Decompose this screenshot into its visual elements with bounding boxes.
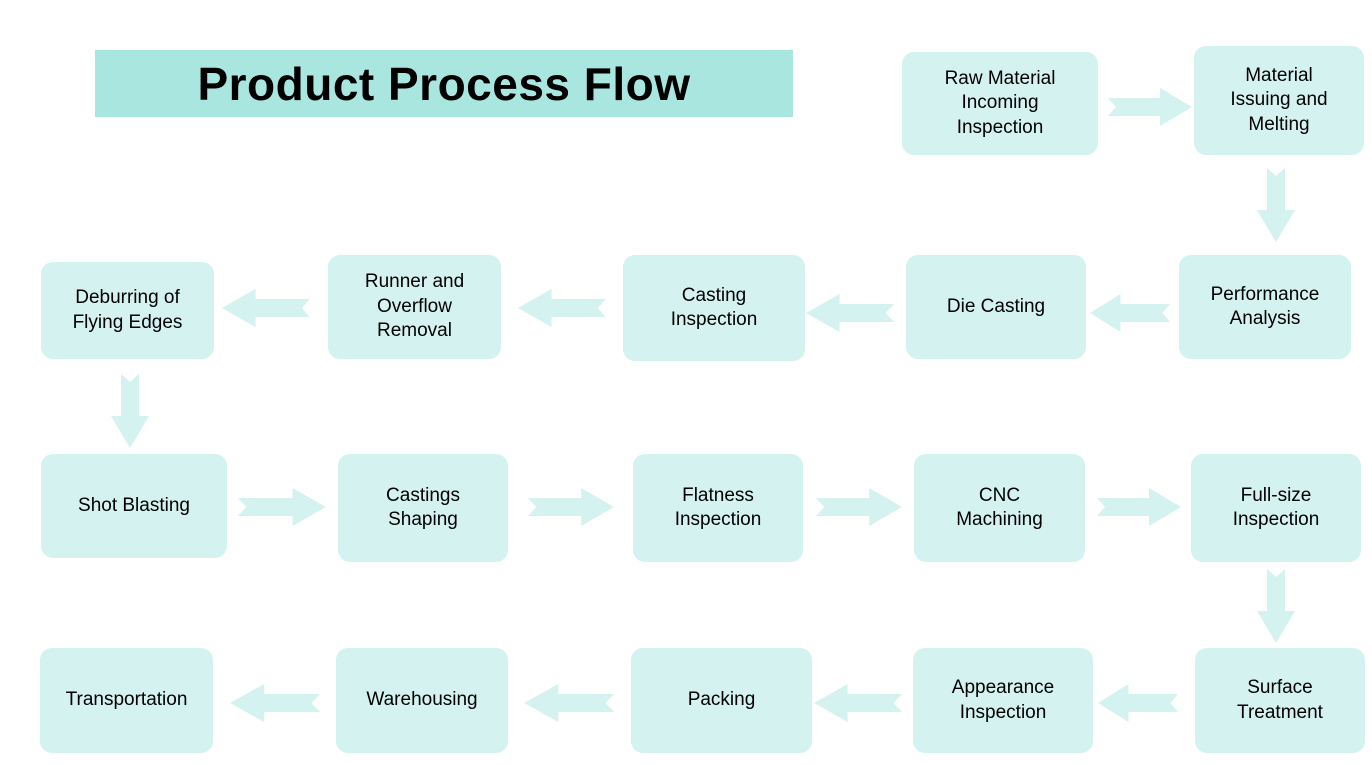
step-die-casting: Die Casting <box>906 255 1086 359</box>
step-label: Material Issuing and Melting <box>1230 64 1328 135</box>
step-label: Surface Treatment <box>1237 677 1323 723</box>
step-label: Shot Blasting <box>78 494 190 516</box>
step-label: Runner and Overflow Removal <box>364 271 465 342</box>
step-casting-inspection: Casting Inspection <box>623 255 805 361</box>
arrow-right-icon <box>238 488 326 526</box>
arrow-left-icon <box>1098 684 1178 722</box>
step-label: Warehousing <box>366 689 478 711</box>
arrow-right-icon <box>1097 488 1181 526</box>
step-label: Transportation <box>65 689 188 711</box>
step-material-issuing-and-melting: Material Issuing and Melting <box>1194 46 1364 155</box>
step-label: Deburring of Flying Edges <box>72 287 183 333</box>
step-performance-analysis: Performance Analysis <box>1179 255 1351 359</box>
step-packing: Packing <box>631 648 812 753</box>
step-surface-treatment: Surface Treatment <box>1195 648 1365 753</box>
arrow-left-icon <box>814 684 902 722</box>
title-banner: Product Process Flow <box>95 50 793 117</box>
step-cnc-machining: CNC Machining <box>914 454 1085 562</box>
arrow-left-icon <box>806 294 894 332</box>
step-transportation: Transportation <box>40 648 213 753</box>
arrow-down-icon <box>111 374 149 448</box>
step-flatness-inspection: Flatness Inspection <box>633 454 803 562</box>
arrow-left-icon <box>1090 294 1170 332</box>
arrow-left-icon <box>524 684 614 722</box>
step-label: Raw Material Incoming Inspection <box>944 67 1056 138</box>
step-label: Appearance Inspection <box>951 677 1055 723</box>
step-label: Castings Shaping <box>386 484 460 531</box>
step-label: Flatness Inspection <box>674 484 762 531</box>
arrow-down-icon <box>1257 569 1295 643</box>
step-shot-blasting: Shot Blasting <box>41 454 227 558</box>
step-deburring-of-flying-edges: Deburring of Flying Edges <box>41 262 214 359</box>
arrow-right-icon <box>1108 88 1192 126</box>
step-castings-shaping: Castings Shaping <box>338 454 508 562</box>
step-runner-and-overflow-removal: Runner and Overflow Removal <box>328 255 501 359</box>
page-title: Product Process Flow <box>197 57 691 110</box>
step-label: Performance Analysis <box>1210 283 1320 330</box>
step-label: CNC Machining <box>956 484 1043 531</box>
step-label: Full-size Inspection <box>1232 484 1320 531</box>
step-label: Casting Inspection <box>670 284 758 331</box>
arrow-left-icon <box>222 289 310 327</box>
arrow-left-icon <box>230 684 320 722</box>
arrow-right-icon <box>528 488 614 526</box>
arrow-down-icon <box>1257 168 1295 242</box>
step-label: Packing <box>687 689 756 711</box>
arrow-left-icon <box>518 289 606 327</box>
step-warehousing: Warehousing <box>336 648 508 753</box>
step-appearance-inspection: Appearance Inspection <box>913 648 1093 753</box>
step-label: Die Casting <box>946 295 1046 317</box>
arrow-right-icon <box>816 488 902 526</box>
step-raw-material-incoming-inspection: Raw Material Incoming Inspection <box>902 52 1098 155</box>
step-full-size-inspection: Full-size Inspection <box>1191 454 1361 562</box>
